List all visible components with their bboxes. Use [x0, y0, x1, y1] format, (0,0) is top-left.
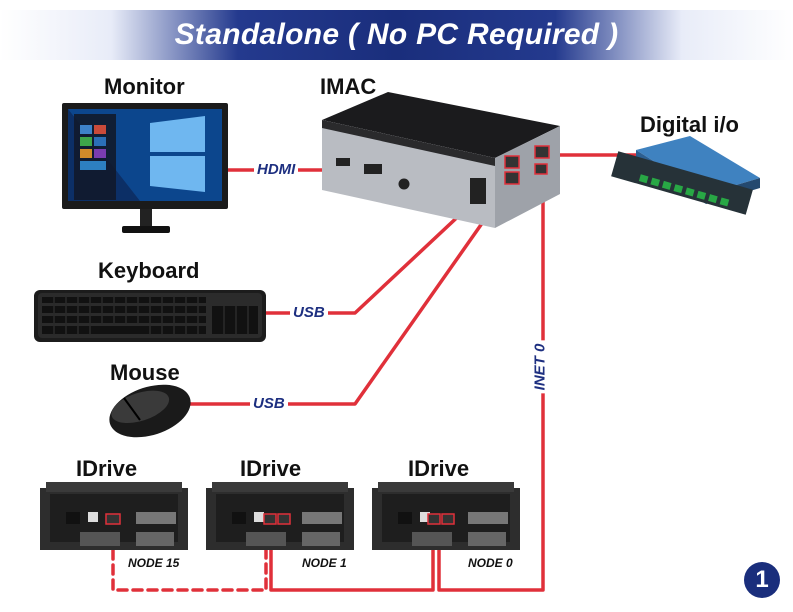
cable-node1-node0 [269, 548, 435, 592]
node-15-label: NODE 15 [126, 556, 182, 570]
imac-label: IMAC [320, 74, 377, 99]
node-1-label: NODE 1 [300, 556, 349, 570]
inet-label: INET 0 [531, 340, 550, 394]
monitor-label: Monitor [104, 74, 185, 99]
cable-node15-node1 [111, 548, 268, 592]
idrive-label-1: IDrive [76, 456, 138, 481]
monitor-icon [62, 103, 228, 233]
idrive-icon-2 [206, 482, 354, 550]
idrive-icon-3 [372, 482, 520, 550]
hdmi-label: HDMI [254, 161, 299, 179]
idrive-label-3: IDrive [408, 456, 470, 481]
keyboard-icon [34, 290, 266, 342]
page-number-badge: 1 [744, 562, 780, 598]
idrive-icon-1 [40, 482, 188, 550]
digital-io-label: Digital i/o [640, 112, 739, 137]
usb-keyboard-label: USB [290, 304, 328, 322]
keyboard-label: Keyboard [98, 258, 200, 283]
mouse-icon [109, 384, 191, 438]
page-title: Standalone ( No PC Required ) [174, 18, 619, 51]
digital-io-module-icon [611, 136, 760, 215]
imac-box-icon [322, 92, 560, 228]
mouse-label: Mouse [110, 360, 180, 385]
title-banner [0, 10, 793, 60]
cable-usb-mouse [188, 173, 518, 406]
node-0-label: NODE 0 [466, 556, 515, 570]
usb-mouse-label: USB [250, 395, 288, 413]
idrive-label-2: IDrive [240, 456, 302, 481]
